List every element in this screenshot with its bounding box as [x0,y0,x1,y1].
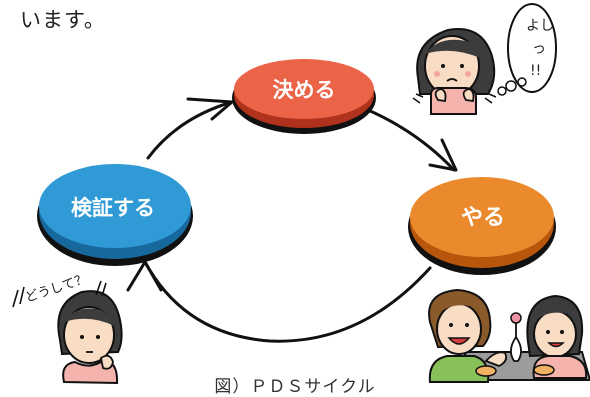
arrow-head-do [428,138,458,172]
wondering-woman-illustration [12,280,123,385]
determined-woman-illustration [412,28,497,115]
speech-top-line1: よし [526,18,554,34]
node-decide-label: 決める [273,78,336,102]
speech-top-line3: !! [530,63,541,79]
node-verify: 検証する [37,164,193,266]
node-verify-face [39,164,191,248]
node-verify-label: 検証する [71,196,155,220]
arrow-head-decide [186,97,234,121]
speech-bubble-top: よし っ !! [497,3,557,96]
arrow-decide-to-do [366,108,456,172]
node-do-label: やる [461,206,505,231]
intro-text: います。 [20,8,106,32]
node-decide: 決める [232,59,376,134]
node-do-face [410,177,554,257]
node-do: やる [408,177,556,275]
speech-top-line2: っ [532,41,546,57]
tea-time-illustration [428,288,590,383]
arrow-head-verify [126,260,163,292]
figure-caption: 図）ＰＤＳサイクル [214,377,376,397]
arrow-verify-to-decide [146,100,234,160]
arrow-do-to-verify [143,260,432,343]
node-decide-face [234,59,374,119]
